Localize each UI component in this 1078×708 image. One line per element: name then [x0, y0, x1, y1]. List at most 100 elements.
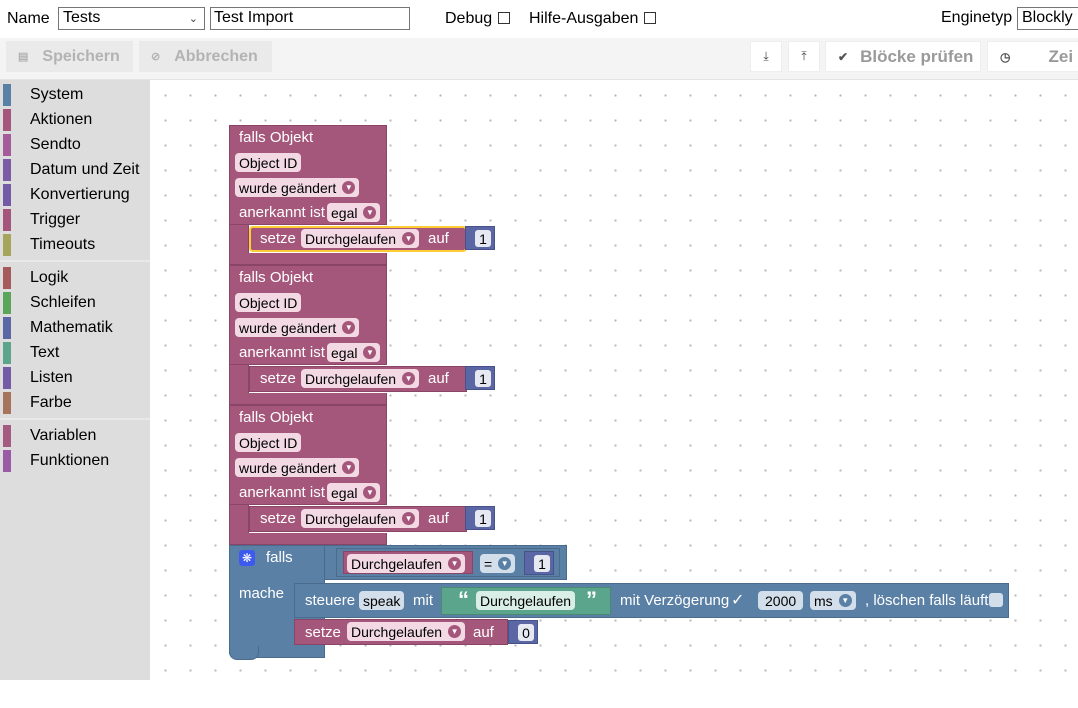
set-var-dropdown-value: Durchgelaufen: [305, 230, 397, 247]
sidebar-category-mathematik[interactable]: Mathematik: [3, 317, 150, 339]
category-color-bar: [3, 392, 11, 414]
object-id-field[interactable]: Object ID: [235, 153, 302, 172]
set-label: setze: [260, 370, 296, 387]
category-label: Farbe: [30, 394, 72, 411]
dropdown-arrow-icon: ▼: [838, 594, 852, 607]
category-label: Variablen: [30, 427, 97, 444]
set-var-dropdown[interactable]: Durchgelaufen▼: [301, 369, 420, 388]
time-button[interactable]: ◷ Zei: [987, 41, 1078, 72]
number-block[interactable]: 1: [465, 366, 495, 390]
category-divider: [0, 260, 150, 262]
compare-number-block[interactable]: 1: [524, 551, 554, 575]
ack-dropdown[interactable]: egal▼: [327, 203, 381, 222]
set-var-dropdown[interactable]: Durchgelaufen▼: [301, 229, 420, 248]
sidebar-category-aktionen[interactable]: Aktionen: [3, 109, 150, 131]
sidebar-category-system[interactable]: System: [3, 84, 150, 106]
dropdown-arrow-icon: ▼: [342, 461, 356, 474]
delay-unit-dropdown[interactable]: ms▼: [810, 591, 856, 610]
save-button[interactable]: ▤ Speichern: [6, 41, 133, 72]
compare-var-value: Durchgelaufen: [351, 555, 443, 572]
object-id-field[interactable]: Object ID: [235, 293, 302, 312]
import-button[interactable]: ⤒: [788, 41, 820, 72]
ack-label: anerkannt ist: [239, 204, 325, 221]
sidebar-category-variablen[interactable]: Variablen: [3, 425, 150, 447]
upload-icon: ⤒: [801, 49, 807, 63]
event-dropdown[interactable]: wurde geändert▼: [235, 178, 360, 197]
sidebar-category-datum-und-zeit[interactable]: Datum und Zeit: [3, 159, 150, 181]
category-label: Trigger: [30, 211, 81, 228]
engine-label: Enginetyp: [941, 9, 1013, 26]
name-label: Name: [7, 10, 50, 27]
sidebar-category-text[interactable]: Text: [3, 342, 150, 364]
dropdown-arrow-icon: ▼: [498, 557, 512, 570]
set-label: setze: [260, 510, 296, 527]
ack-label: anerkannt ist: [239, 484, 325, 501]
set-var-dropdown[interactable]: Durchgelaufen ▼: [301, 509, 420, 528]
sidebar-category-logik[interactable]: Logik: [3, 267, 150, 289]
trigger-title: falls Objekt: [239, 409, 314, 426]
debug-checkbox[interactable]: [498, 12, 510, 24]
block-category-sidebar: [0, 80, 150, 680]
engine-select-value: Blockly: [1022, 9, 1073, 26]
category-label: Schleifen: [30, 294, 96, 311]
script-name-input[interactable]: Test Import: [210, 7, 410, 30]
delay-checkbox[interactable]: ✓: [731, 592, 745, 609]
sidebar-category-schleifen[interactable]: Schleifen: [3, 292, 150, 314]
category-color-bar: [3, 134, 11, 156]
ack-dropdown[interactable]: egal▼: [327, 343, 381, 362]
control-target-value: speak: [363, 592, 401, 609]
name-select[interactable]: Tests ⌄: [58, 7, 205, 30]
control-block[interactable]: [294, 583, 1009, 618]
debug-label: Debug: [445, 10, 493, 27]
if-set-label: setze: [305, 624, 341, 641]
sidebar-category-listen[interactable]: Listen: [3, 367, 150, 389]
category-color-bar: [3, 267, 11, 289]
do-label: mache: [239, 585, 285, 602]
sidebar-category-sendto[interactable]: Sendto: [3, 134, 150, 156]
category-color-bar: [3, 450, 11, 472]
ack-dropdown[interactable]: egal▼: [327, 483, 381, 502]
time-button-label: Zei: [1048, 46, 1074, 66]
clear-checkbox[interactable]: [989, 593, 1003, 607]
operator-dropdown[interactable]: =▼: [480, 554, 516, 573]
event-dropdown[interactable]: wurde geändert▼: [235, 458, 360, 477]
sidebar-category-funktionen[interactable]: Funktionen: [3, 450, 150, 472]
number-block[interactable]: 1: [465, 226, 495, 250]
set-label: setze: [260, 230, 296, 247]
compare-var-dropdown[interactable]: Durchgelaufen▼: [347, 554, 466, 573]
verbose-checkbox[interactable]: [644, 12, 656, 24]
engine-select[interactable]: Blockly: [1017, 7, 1078, 30]
delay-value: 2000: [765, 592, 797, 609]
dropdown-arrow-icon: ▼: [342, 181, 356, 194]
if-set-var-dropdown[interactable]: Durchgelaufen▼: [347, 622, 466, 641]
cancel-button[interactable]: ⊘ Abbrechen: [139, 41, 272, 72]
delay-value-field[interactable]: 2000: [758, 591, 804, 610]
category-label: Text: [30, 344, 60, 361]
dropdown-arrow-icon: ▼: [402, 512, 416, 525]
control-target-field[interactable]: speak: [359, 591, 405, 610]
object-id-field[interactable]: Object ID: [235, 433, 302, 452]
text-value: Durchgelaufen: [480, 592, 572, 609]
dropdown-arrow-icon: ▼: [402, 372, 416, 385]
event-dropdown[interactable]: wurde geändert▼: [235, 318, 360, 337]
sidebar-category-trigger[interactable]: Trigger: [3, 209, 150, 231]
trigger-block-footer: [229, 393, 387, 405]
gear-icon[interactable]: ❋: [239, 550, 255, 566]
category-color-bar: [3, 159, 11, 181]
category-color-bar: [3, 109, 11, 131]
check-blocks-button[interactable]: ✔ Blöcke prüfen: [825, 41, 981, 72]
category-color-bar: [3, 342, 11, 364]
text-value-field[interactable]: Durchgelaufen: [476, 591, 576, 610]
set-var-dropdown-value: Durchgelaufen: [305, 510, 397, 527]
export-button[interactable]: ⤓: [750, 41, 782, 72]
check-blocks-label: Blöcke prüfen: [860, 46, 974, 66]
category-label: System: [30, 86, 84, 103]
sidebar-category-timeouts[interactable]: Timeouts: [3, 234, 150, 256]
sidebar-category-farbe[interactable]: Farbe: [3, 392, 150, 414]
object-id-field-value: Object ID: [239, 294, 298, 311]
sidebar-category-konvertierung[interactable]: Konvertierung: [3, 184, 150, 206]
cancel-button-label: Abbrechen: [174, 47, 258, 65]
number-block[interactable]: 1: [465, 506, 495, 530]
dropdown-arrow-icon: ▼: [342, 321, 356, 334]
if-set-number-block[interactable]: 0: [508, 620, 538, 644]
